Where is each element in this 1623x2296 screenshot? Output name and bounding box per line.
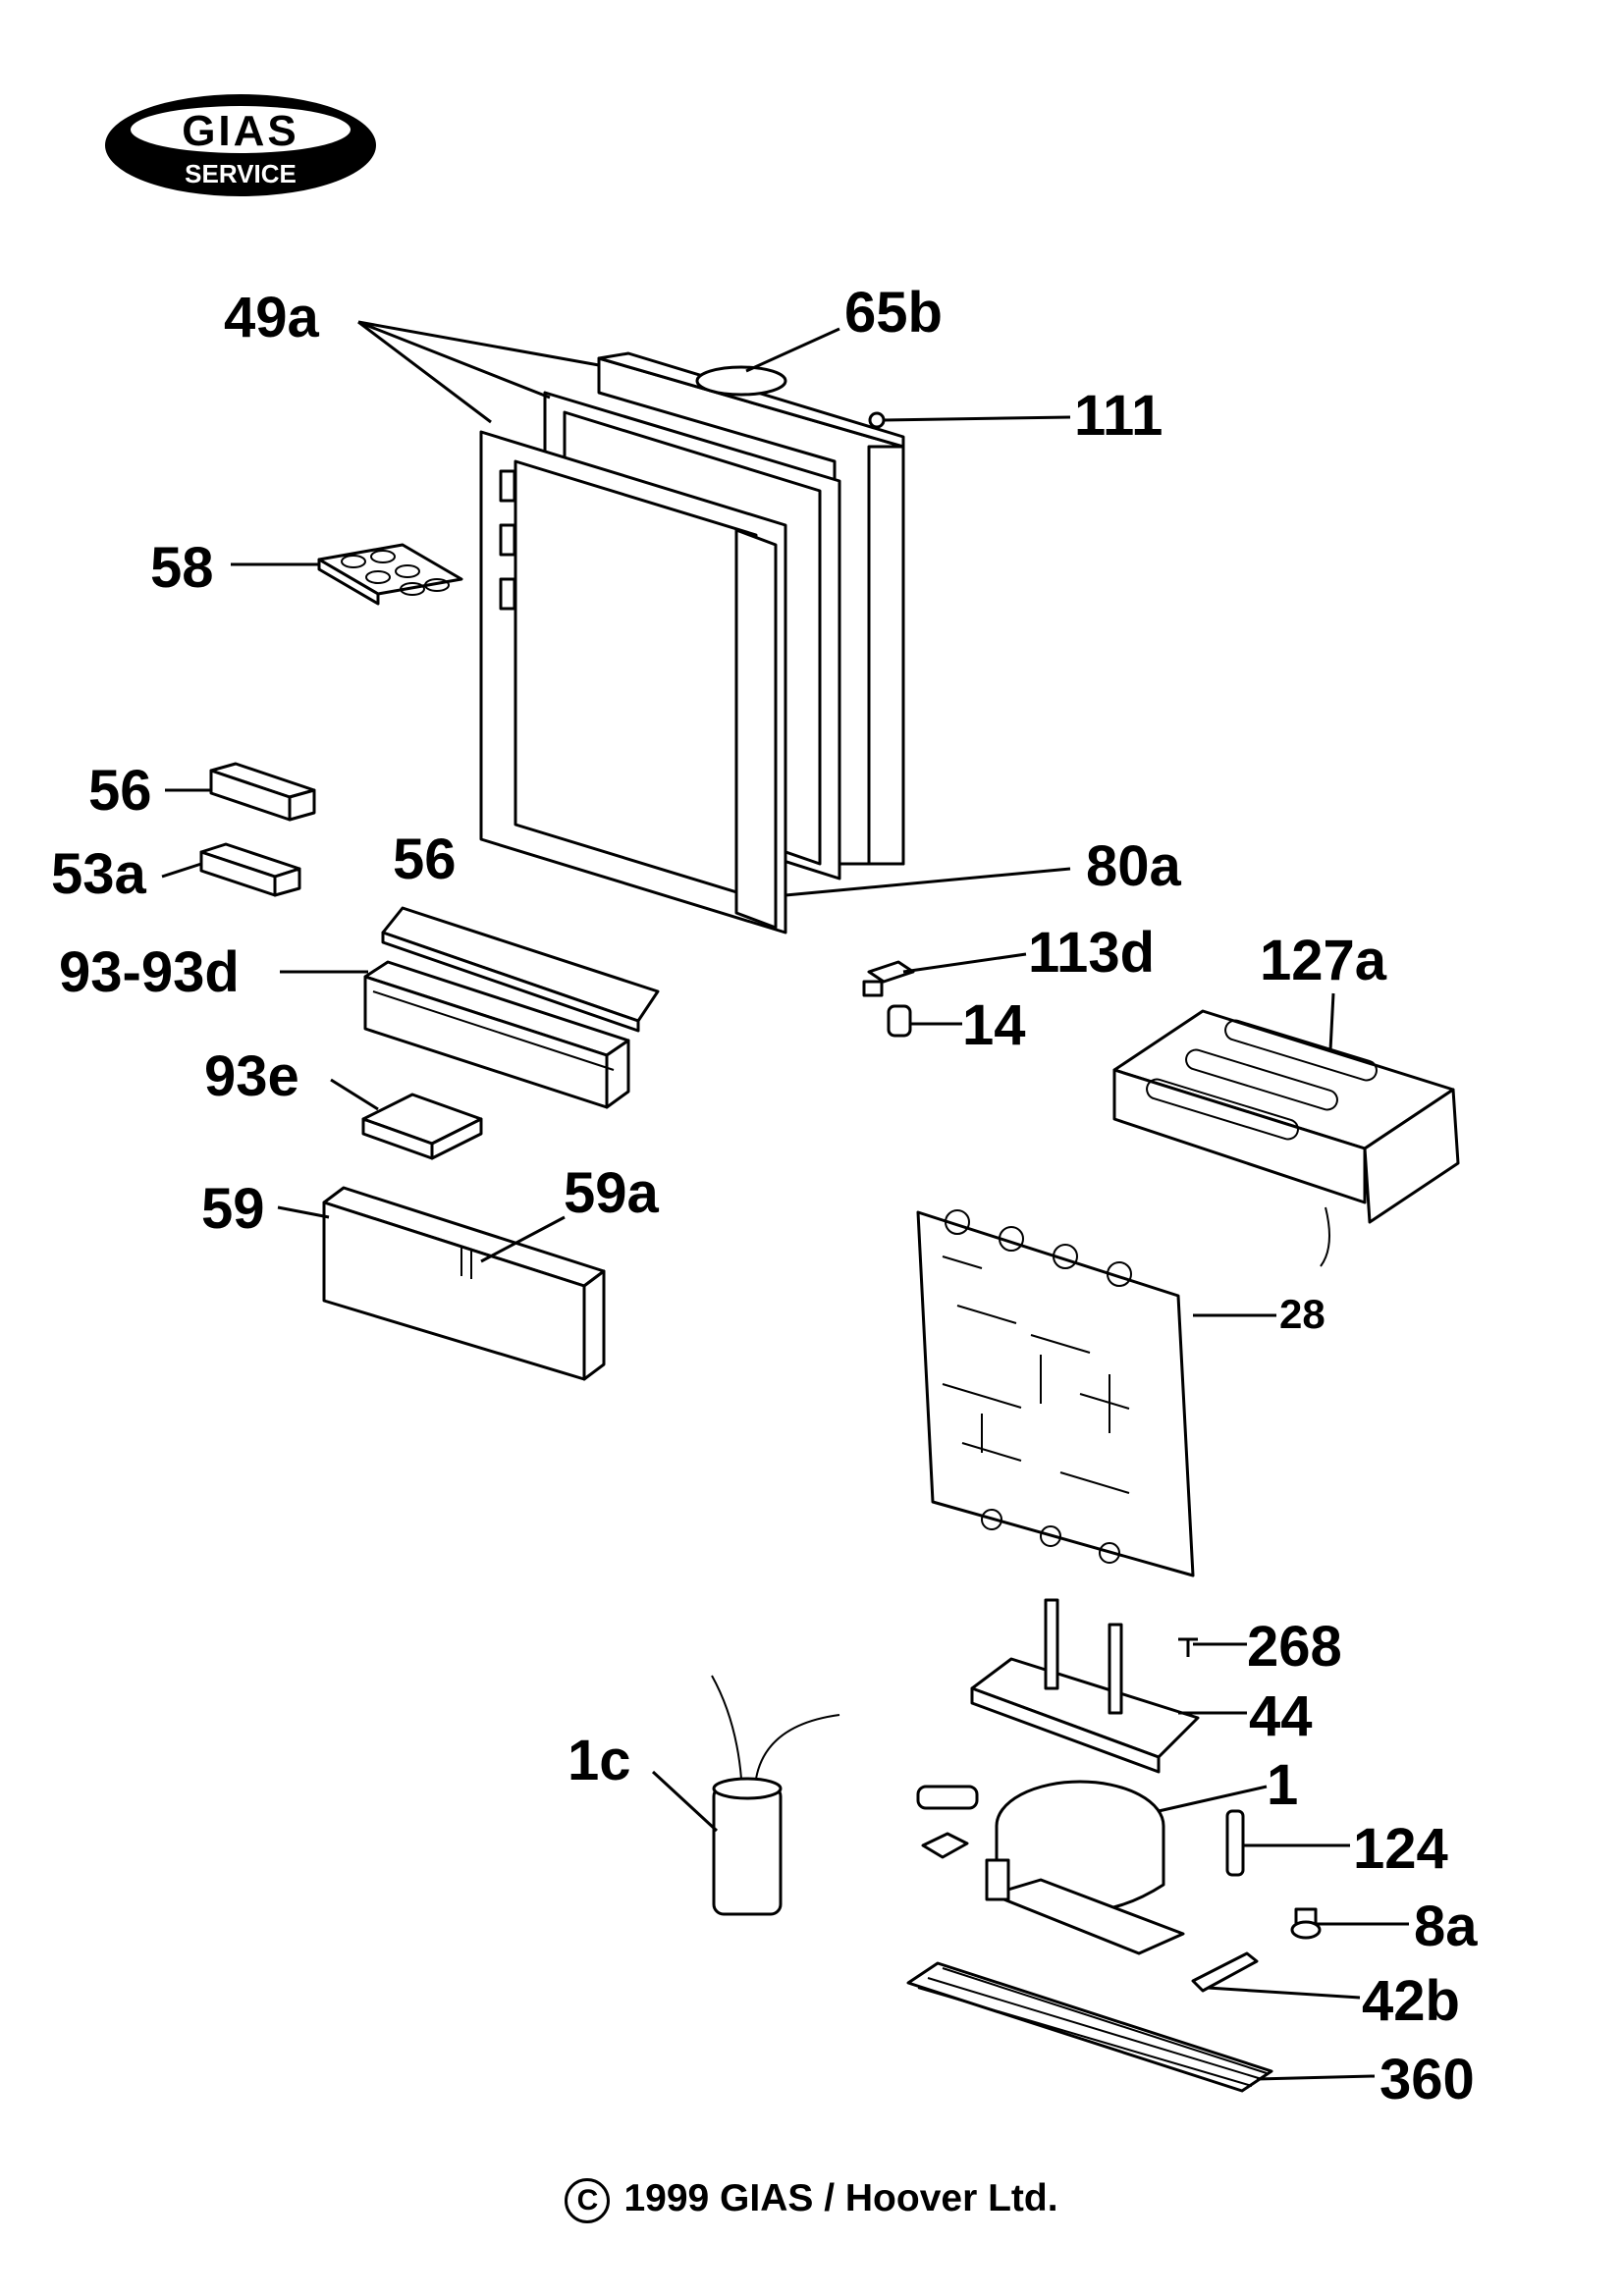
callout-59: 59 xyxy=(201,1177,265,1241)
callout-113d: 113d xyxy=(1028,921,1155,985)
leader-lines xyxy=(161,320,1409,2081)
callout-8a: 8a xyxy=(1414,1895,1478,1958)
callout-268: 268 xyxy=(1247,1615,1342,1679)
part-28-evaporator xyxy=(916,1209,1195,1577)
callout-1c: 1c xyxy=(568,1729,631,1792)
part-360-base-grille xyxy=(906,1961,1273,2093)
callout-127a: 127a xyxy=(1260,929,1387,992)
part-268-screw xyxy=(1178,1637,1198,1657)
part-127a-freezer xyxy=(1112,1009,1460,1267)
callout-28: 28 xyxy=(1279,1291,1325,1337)
callout-1: 1 xyxy=(1267,1753,1298,1817)
logo-brand: GIAS xyxy=(182,107,299,155)
part-1c-capacitor xyxy=(711,1675,840,1916)
part-56-shelf-lid xyxy=(381,906,660,1033)
part-124-relay xyxy=(1225,1809,1245,1877)
callout-65b: 65b xyxy=(844,281,943,345)
copyright-icon: C xyxy=(565,2177,611,2223)
callout-44: 44 xyxy=(1249,1684,1313,1748)
callout-59a: 59a xyxy=(564,1161,660,1225)
callout-124: 124 xyxy=(1353,1817,1448,1881)
part-14-pin xyxy=(887,1004,912,1038)
part-42b-strip xyxy=(1191,1951,1259,1993)
part-53a-small-box xyxy=(199,842,301,897)
part-65b xyxy=(695,365,787,397)
callout-93-93d: 93-93d xyxy=(59,940,240,1004)
callout-42b: 42b xyxy=(1362,1969,1460,2033)
part-44-bracket xyxy=(970,1598,1200,1774)
part-58-egg-tray xyxy=(317,543,463,606)
callout-53a: 53a xyxy=(51,842,147,906)
callout-49a: 49a xyxy=(224,286,320,349)
copyright-line: C 1999 GIAS / Hoover Ltd. xyxy=(0,2177,1623,2223)
callout-56-top: 56 xyxy=(88,759,152,823)
callout-360: 360 xyxy=(1380,2048,1475,2111)
part-111 xyxy=(868,411,886,429)
door-frame-assembly xyxy=(479,351,905,934)
part-8a-grommet xyxy=(1290,1907,1322,1940)
callout-56-shelf: 56 xyxy=(393,828,457,891)
part-113d-hinge xyxy=(862,960,915,997)
logo-sub: SERVICE xyxy=(185,159,297,188)
callout-14: 14 xyxy=(962,993,1026,1057)
callout-93e: 93e xyxy=(204,1044,299,1108)
part-93-door-shelf xyxy=(363,960,630,1109)
callout-111: 111 xyxy=(1074,384,1163,448)
gias-service-logo: GIAS SERVICE xyxy=(105,94,376,196)
part-1-compressor xyxy=(916,1780,1185,1955)
part-59-bottle-shelf xyxy=(322,1186,606,1381)
part-56-small-box xyxy=(209,762,316,822)
callout-80a: 80a xyxy=(1086,834,1182,898)
callout-58: 58 xyxy=(150,536,214,600)
part-93e-tray xyxy=(361,1093,483,1160)
copyright-text: 1999 GIAS / Hoover Ltd. xyxy=(623,2177,1058,2219)
